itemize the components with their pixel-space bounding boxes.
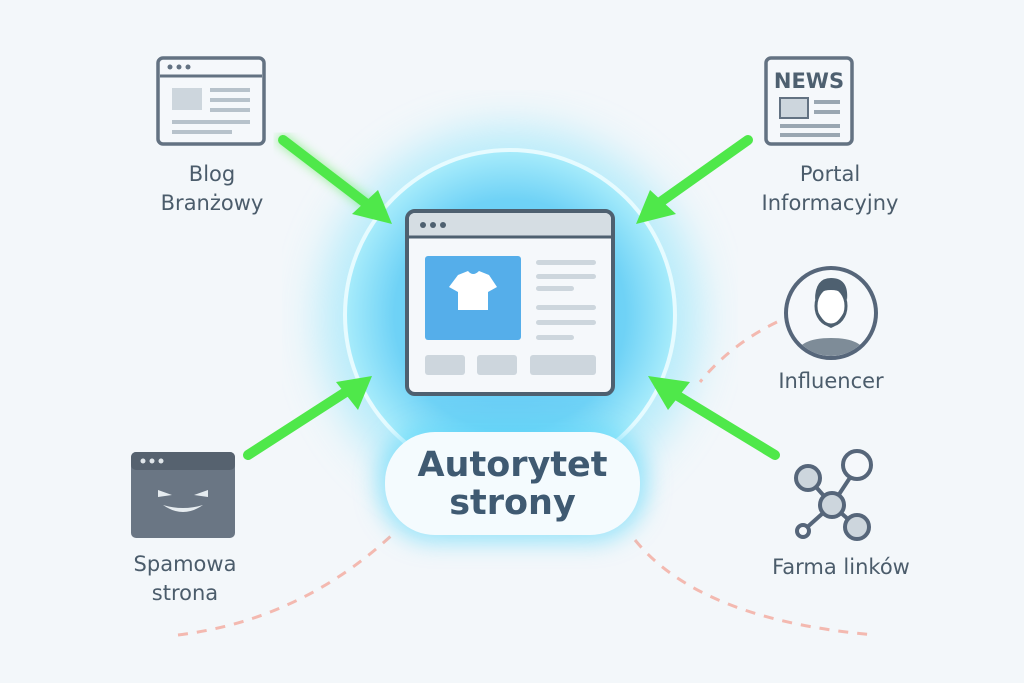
dashed-link-spam — [177, 533, 394, 637]
shop-browser-icon — [405, 209, 615, 396]
farm-label-line1: Farma linków — [772, 555, 910, 579]
blog-label-line2: Branżowy — [160, 191, 264, 215]
evil-browser-icon — [131, 452, 235, 538]
dashed-link-influencer — [698, 320, 778, 383]
influencer-label: Influencer — [778, 367, 883, 396]
newspaper-icon: NEWS — [764, 56, 854, 146]
weak-links — [177, 320, 876, 637]
arrow-news — [636, 135, 753, 224]
authority-title-line2: strony — [449, 482, 576, 523]
spam-label-line2: strona — [151, 581, 219, 605]
spam-label-line1: Spamowa — [133, 552, 237, 576]
svg-text:NEWS: NEWS — [774, 69, 844, 93]
influencer-label-line1: Influencer — [778, 369, 884, 393]
arrows — [243, 134, 780, 460]
news-label: Portal Informacyjny — [762, 160, 899, 218]
spam-label: Spamowa strona — [134, 550, 237, 608]
browser-article-icon — [156, 56, 266, 146]
arrow-farm — [648, 376, 780, 460]
network-nodes-icon — [794, 449, 873, 541]
arrow-spam — [243, 376, 372, 460]
blog-label-line1: Blog — [188, 162, 236, 186]
authority-title-line1: Autorytet — [417, 444, 608, 485]
farm-label: Farma linków — [772, 553, 910, 582]
news-label-line2: Informacyjny — [761, 191, 899, 215]
tshirt-icon — [449, 271, 497, 310]
person-avatar-icon — [784, 266, 878, 360]
news-label-line1: Portal — [799, 162, 861, 186]
dashed-link-farm — [633, 539, 876, 637]
arrow-blog — [277, 134, 392, 224]
blog-label: Blog Branżowy — [161, 160, 264, 218]
authority-label: Autorytet strony — [385, 432, 640, 535]
